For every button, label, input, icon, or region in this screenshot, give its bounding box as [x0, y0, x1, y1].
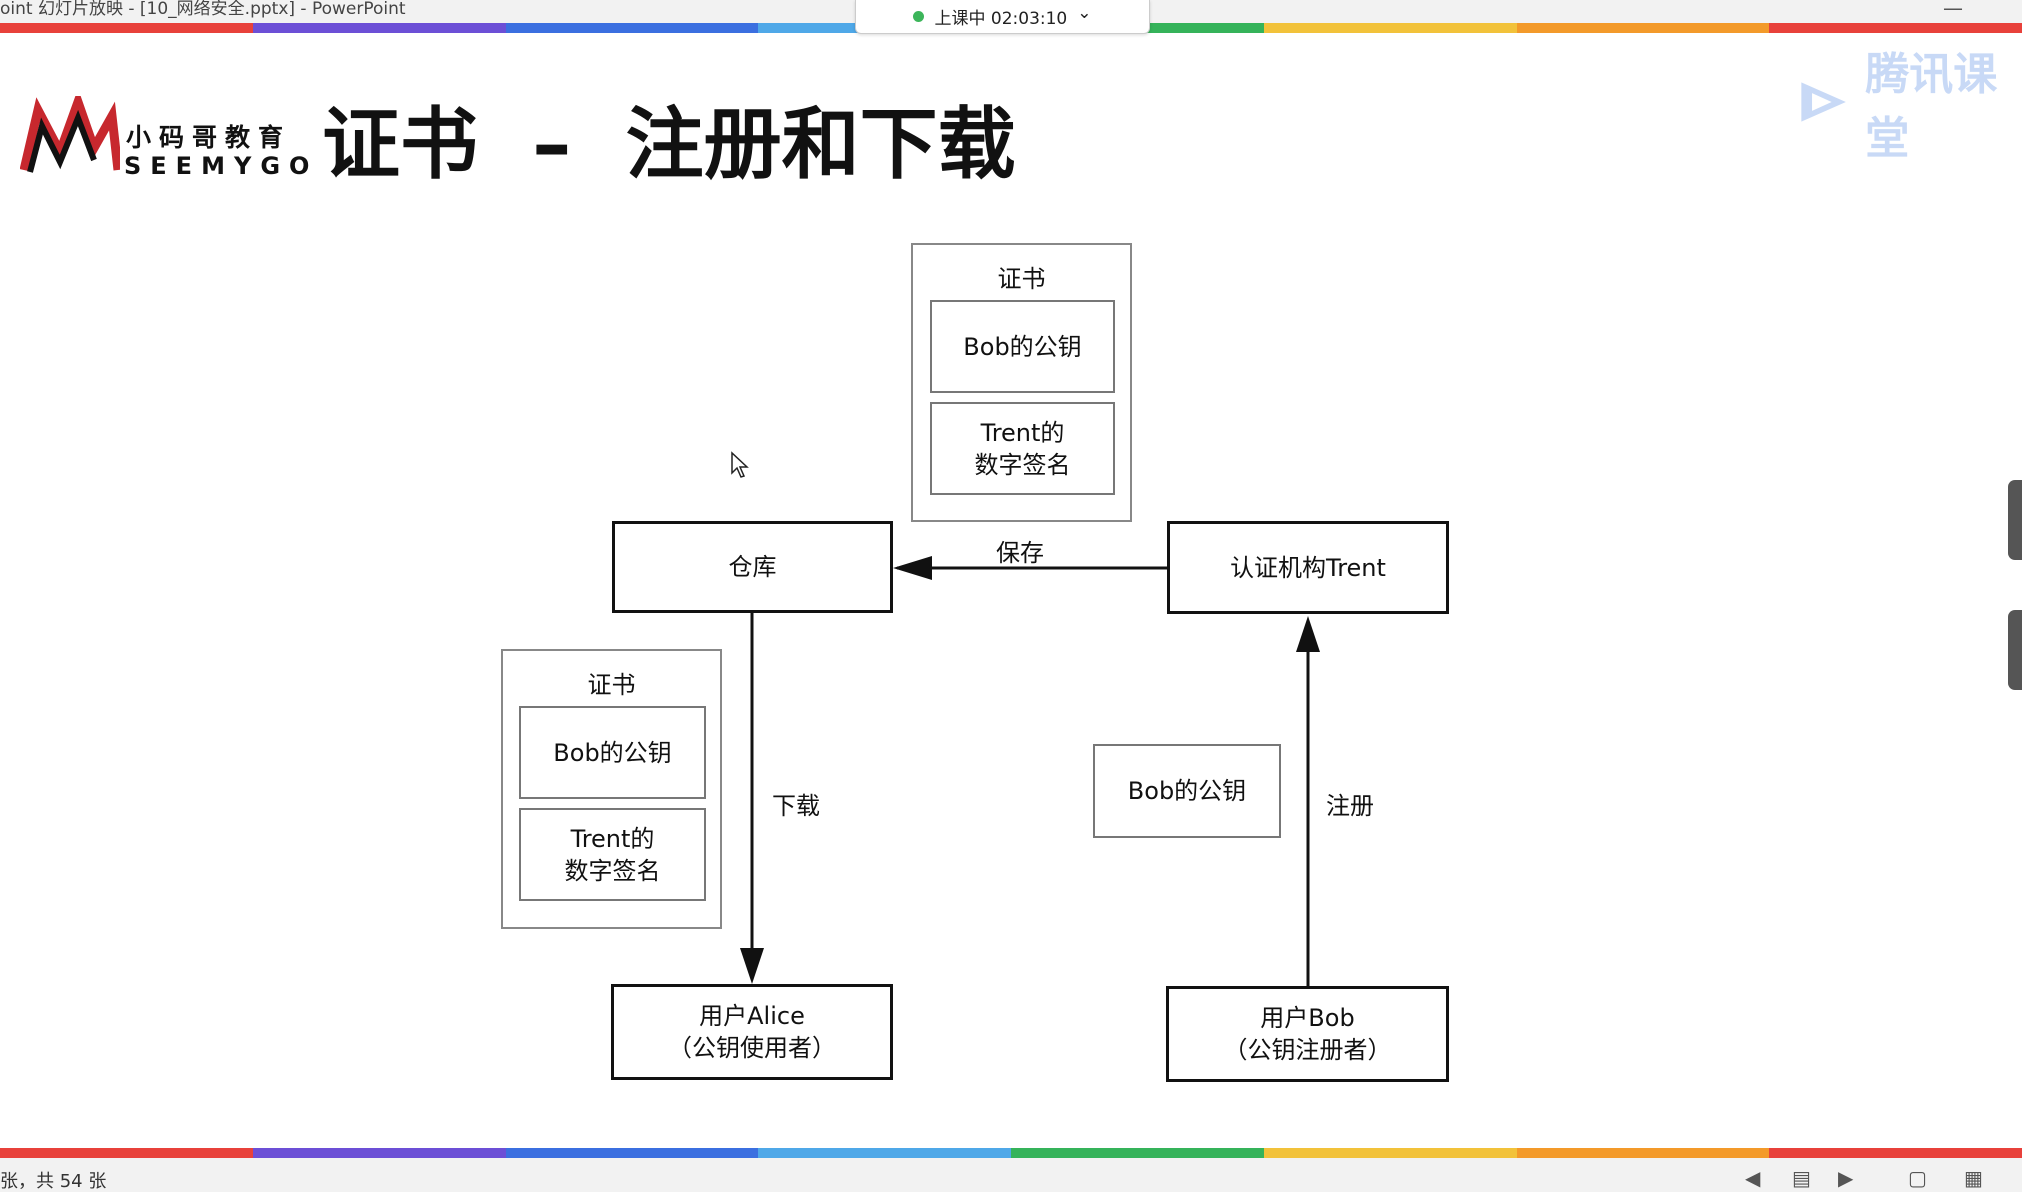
rainbow-segment: [1263, 1148, 1517, 1158]
rainbow-segment: [252, 23, 506, 33]
certificate-left-title: 证书: [587, 671, 636, 699]
live-status-text: 上课中 02:03:10: [934, 9, 1068, 29]
live-status-pill[interactable]: 上课中 02:03:10 ⌄: [855, 0, 1150, 34]
next-slide-icon[interactable]: ▶: [1838, 1166, 1854, 1190]
arrowhead-register: [1296, 616, 1320, 652]
previous-slide-icon[interactable]: ◀: [1745, 1166, 1761, 1190]
reading-view-icon[interactable]: ▢: [1908, 1166, 1927, 1190]
live-dot-icon: [913, 11, 925, 22]
alice-node: 用户Alice （公钥使用者）: [611, 984, 893, 1080]
mouse-cursor-icon: [731, 451, 749, 478]
side-handle-upper[interactable]: [2008, 480, 2022, 560]
arrowhead-save: [893, 556, 932, 580]
chevron-down-icon: ⌄: [1077, 2, 1092, 23]
rainbow-segment: [1516, 23, 1770, 33]
rainbow-segment: [252, 1148, 506, 1158]
slide-menu-icon[interactable]: ▤: [1792, 1166, 1811, 1190]
brand-name-cn: 小码哥教育: [126, 123, 292, 152]
rainbow-segment: [1011, 1148, 1264, 1158]
arrowhead-download: [740, 948, 764, 984]
certificate-left-pubkey: Bob的公钥: [519, 706, 706, 799]
certificate-left: 证书 Bob的公钥 Trent的 数字签名: [501, 649, 722, 929]
minimize-button[interactable]: —: [1943, 0, 1963, 20]
rainbow-segment: [758, 1148, 1011, 1158]
warehouse-node: 仓库: [612, 521, 893, 613]
edge-label-download: 下载: [772, 792, 820, 820]
rainbow-segment: [1769, 1148, 2022, 1158]
bob-node: 用户Bob （公钥注册者）: [1166, 986, 1449, 1082]
bob-pubkey-node: Bob的公钥: [1093, 744, 1281, 838]
slide-title: 证书 – 注册和下载: [322, 100, 1016, 190]
window-title: oint 幻灯片放映 - [10_网络安全.pptx] - PowerPoint: [0, 0, 406, 19]
play-logo-icon: [1801, 82, 1846, 122]
brand-name-en: SEEMYGO: [124, 152, 319, 180]
certificate-left-signature: Trent的 数字签名: [519, 808, 706, 901]
rainbow-segment: [0, 1148, 253, 1158]
side-handle-lower[interactable]: [2008, 610, 2022, 690]
rainbow-segment: [1263, 23, 1517, 33]
edge-label-save: 保存: [996, 539, 1044, 567]
certificate-top-pubkey: Bob的公钥: [930, 300, 1115, 393]
rainbow-segment: [0, 23, 253, 33]
rainbow-bar-bottom: [0, 1148, 2022, 1158]
rainbow-segment: [505, 23, 759, 33]
slide-sorter-icon[interactable]: ▦: [1964, 1166, 1983, 1190]
watermark-text: 腾讯课堂: [1865, 49, 1998, 164]
certificate-top: 证书 Bob的公钥 Trent的 数字签名: [911, 243, 1132, 522]
slide-counter: 张，共 54 张: [0, 1171, 107, 1192]
status-bar: [0, 1158, 2022, 1192]
certificate-top-signature: Trent的 数字签名: [930, 402, 1115, 495]
rainbow-segment: [505, 1148, 759, 1158]
rainbow-segment: [1769, 23, 2022, 33]
rainbow-segment: [1516, 1148, 1770, 1158]
edge-label-register: 注册: [1326, 792, 1374, 820]
seemygo-logo-icon: [20, 96, 120, 173]
certificate-top-title: 证书: [997, 265, 1046, 293]
ca-trent-node: 认证机构Trent: [1167, 521, 1449, 614]
tencent-classroom-watermark: 腾讯课堂: [1796, 38, 2022, 166]
